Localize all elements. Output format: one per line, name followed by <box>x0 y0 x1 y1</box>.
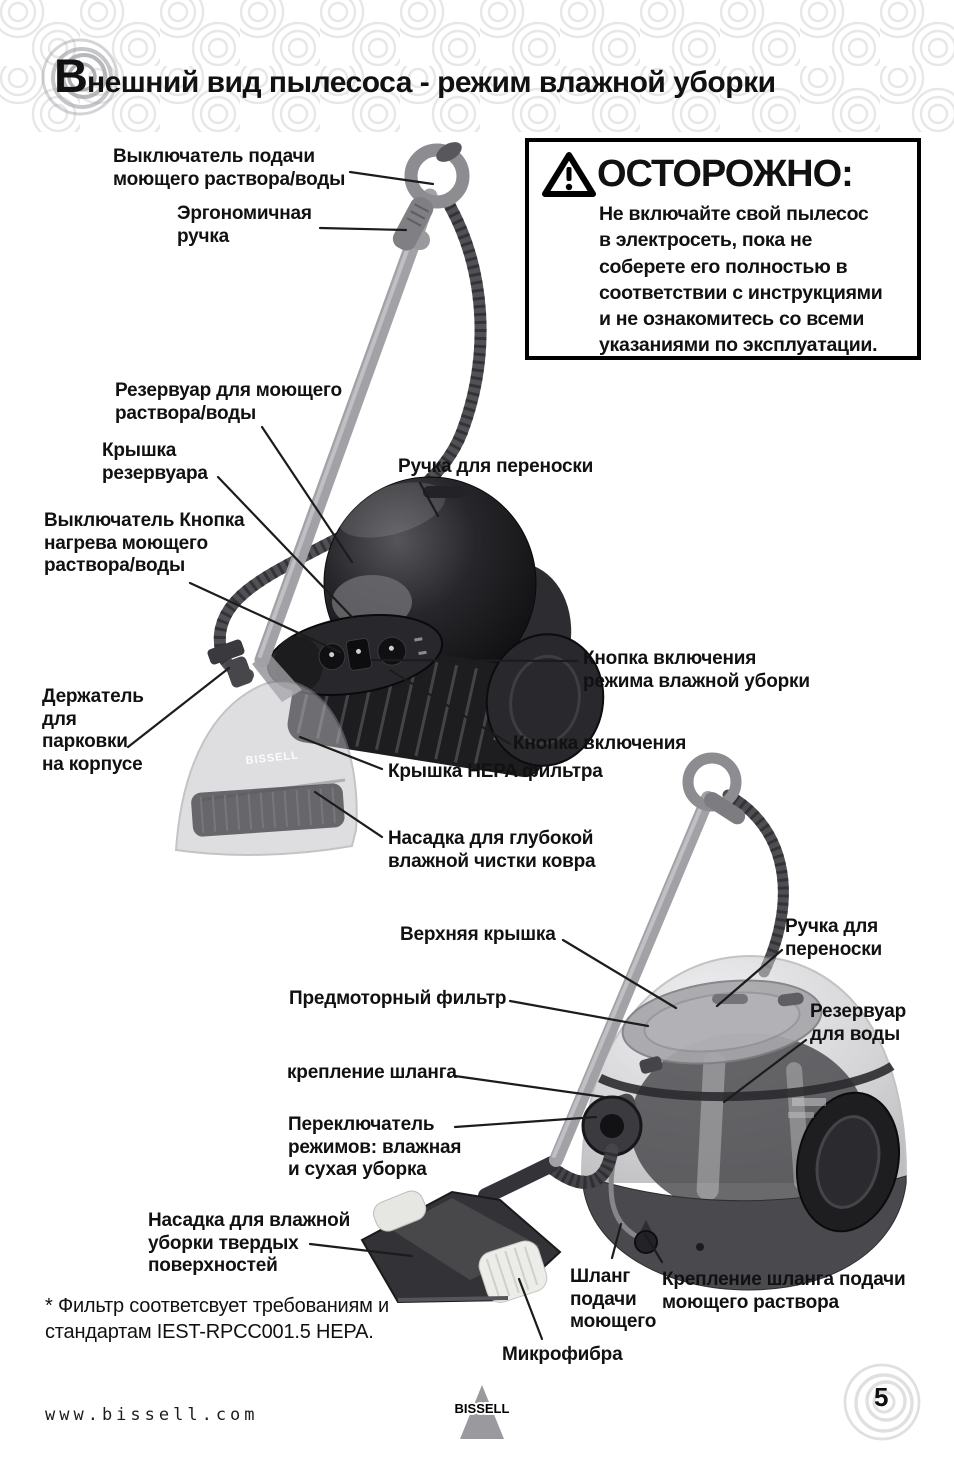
nozzle-brand-text: BISSELL <box>245 749 299 767</box>
line-parking-holder <box>126 666 231 749</box>
line-solution-tank <box>260 425 354 564</box>
sphere-highlight <box>338 482 446 538</box>
line-carry-handle-lower <box>715 948 784 1008</box>
line-microfiber <box>517 1277 544 1341</box>
nozzle-elbow <box>478 1156 560 1204</box>
lower-wand-highlight <box>552 798 706 1158</box>
carpet-nozzle: BISSELL <box>174 652 358 856</box>
callout-solution-hose-mount: Крепление шланга подачи моющего раствора <box>662 1269 906 1313</box>
hepa-end-cap <box>485 633 605 767</box>
line-tank-cap <box>216 475 354 619</box>
line-spray-trigger <box>348 170 435 186</box>
line-carry-handle-upper <box>418 481 440 518</box>
callout-hose-mount: крепление шланга <box>287 1062 457 1083</box>
lid-latch <box>639 1056 663 1074</box>
callout-power-button: Кнопка включения <box>513 733 687 754</box>
lower-top-lid <box>621 979 823 1065</box>
callout-solution-hose: Шланг подачи моющего <box>570 1266 657 1332</box>
bottom-right-swirl <box>843 1363 921 1441</box>
bissell-logo: BISSELL <box>452 1383 512 1446</box>
lower-hose-ribs <box>725 790 789 975</box>
callout-microfiber: Микрофибра <box>502 1344 623 1365</box>
microfiber-pad <box>478 1240 548 1303</box>
callout-lines <box>126 170 808 1341</box>
handle-grip <box>392 196 434 251</box>
callout-spray-trigger: Выключатель подачи моющего раствора/воды <box>113 146 346 190</box>
nozzle-front-edge <box>397 1296 509 1302</box>
line-mode-switch <box>453 1115 598 1129</box>
callout-hepa-cover: Крышка HEPA фильтра <box>388 761 603 782</box>
callout-ergonomic-handle: Эргономичная ручка <box>177 203 312 247</box>
body-label-mark <box>788 1112 814 1118</box>
callout-hard-floor-nozzle: Насадка для влажной уборки твердых повер… <box>148 1210 351 1276</box>
nozzle-hose-ribs <box>548 1148 619 1189</box>
top-pattern-band <box>0 0 954 132</box>
lower-wand <box>549 791 715 1167</box>
warning-header: ОСТОРОЖНО: <box>541 150 907 198</box>
lower-handle-grip <box>704 791 746 825</box>
warning-body-text: Не включайте свой пылесос в электросеть,… <box>599 203 883 357</box>
website-url: www.bissell.com <box>45 1405 259 1425</box>
callout-carry-handle-lower: Ручка для переноски <box>785 916 883 960</box>
hose-coupling-hole <box>600 1114 624 1138</box>
hard-floor-nozzle-art <box>360 1190 562 1304</box>
callout-deep-clean-nozzle: Насадка для глубокой влажной чистки ковр… <box>388 828 596 872</box>
callout-top-lid: Верхняя крышка <box>400 924 556 945</box>
line-wet-mode-button <box>370 658 580 663</box>
hepa-footnote: * Фильтр соответсвует требованиям и стан… <box>45 1295 390 1343</box>
page-title: Внешний вид пылесоса - режим влажной убо… <box>54 48 776 103</box>
lower-vacuum-illustration <box>360 752 908 1304</box>
tank-clamp-ring <box>597 1062 895 1102</box>
callout-pre-motor-filter: Предмоторный фильтр <box>289 988 507 1009</box>
wet-mode-button-control <box>377 636 407 666</box>
callout-water-tank: Резервуар для воды <box>810 1001 907 1045</box>
wheel <box>795 1091 901 1233</box>
line-power-button <box>388 668 512 746</box>
warning-box: ОСТОРОЖНО: Не включайте свой пылесос в э… <box>525 138 921 360</box>
warning-triangle-icon <box>542 152 596 197</box>
line-solution-hose-mount <box>643 1232 664 1264</box>
title-drop-cap: В <box>54 49 88 102</box>
warning-heading: ОСТОРОЖНО: <box>597 153 854 195</box>
callout-wet-mode-button: Кнопка включения режима влажной уборки <box>583 648 810 692</box>
upper-wand <box>254 188 438 668</box>
line-hepa-cover <box>298 735 384 771</box>
callout-parking-holder: Держатель для парковки на корпусе <box>42 686 144 775</box>
body-label-mark <box>792 1098 826 1106</box>
line-hard-floor-nozzle <box>308 1242 414 1258</box>
line-hose-mount <box>453 1074 606 1099</box>
power-button-control <box>345 637 373 671</box>
line-pre-motor-filter <box>508 999 650 1028</box>
upper-carry-handle <box>423 486 465 498</box>
tank-streak <box>696 1052 726 1200</box>
solution-hose-mount-knob <box>634 1230 658 1254</box>
logo-wordmark: BISSELL <box>455 1401 510 1416</box>
upper-loop-handle <box>404 143 470 209</box>
line-ergonomic-handle <box>318 226 408 232</box>
title-text: нешний вид пылесоса - режим влажной убор… <box>86 66 776 99</box>
parking-bracket <box>207 639 253 688</box>
line-heater-switch <box>188 581 342 654</box>
line-water-tank <box>722 1038 808 1104</box>
line-solution-hose <box>610 1222 623 1260</box>
callout-tank-cap: Крышка резервуара <box>102 440 208 484</box>
base-port <box>696 1243 704 1251</box>
callout-carry-handle-upper: Ручка для переноски <box>398 456 594 477</box>
page-number: 5 <box>874 1382 889 1412</box>
callout-mode-switch: Переключатель режимов: влажная и сухая у… <box>288 1114 462 1180</box>
line-top-lid <box>561 938 678 1010</box>
spray-trigger-lever <box>436 142 462 162</box>
callout-heater-switch: Выключатель Кнопка нагрева моющего раств… <box>44 510 245 576</box>
top-left-swirl <box>41 38 119 116</box>
knob-cone <box>640 1220 652 1232</box>
callout-solution-tank: Резервуар для моющего раствора/воды <box>115 380 342 424</box>
line-deep-clean-nozzle <box>313 790 384 839</box>
logo-triangle <box>460 1385 504 1439</box>
wand-highlight <box>258 196 428 658</box>
